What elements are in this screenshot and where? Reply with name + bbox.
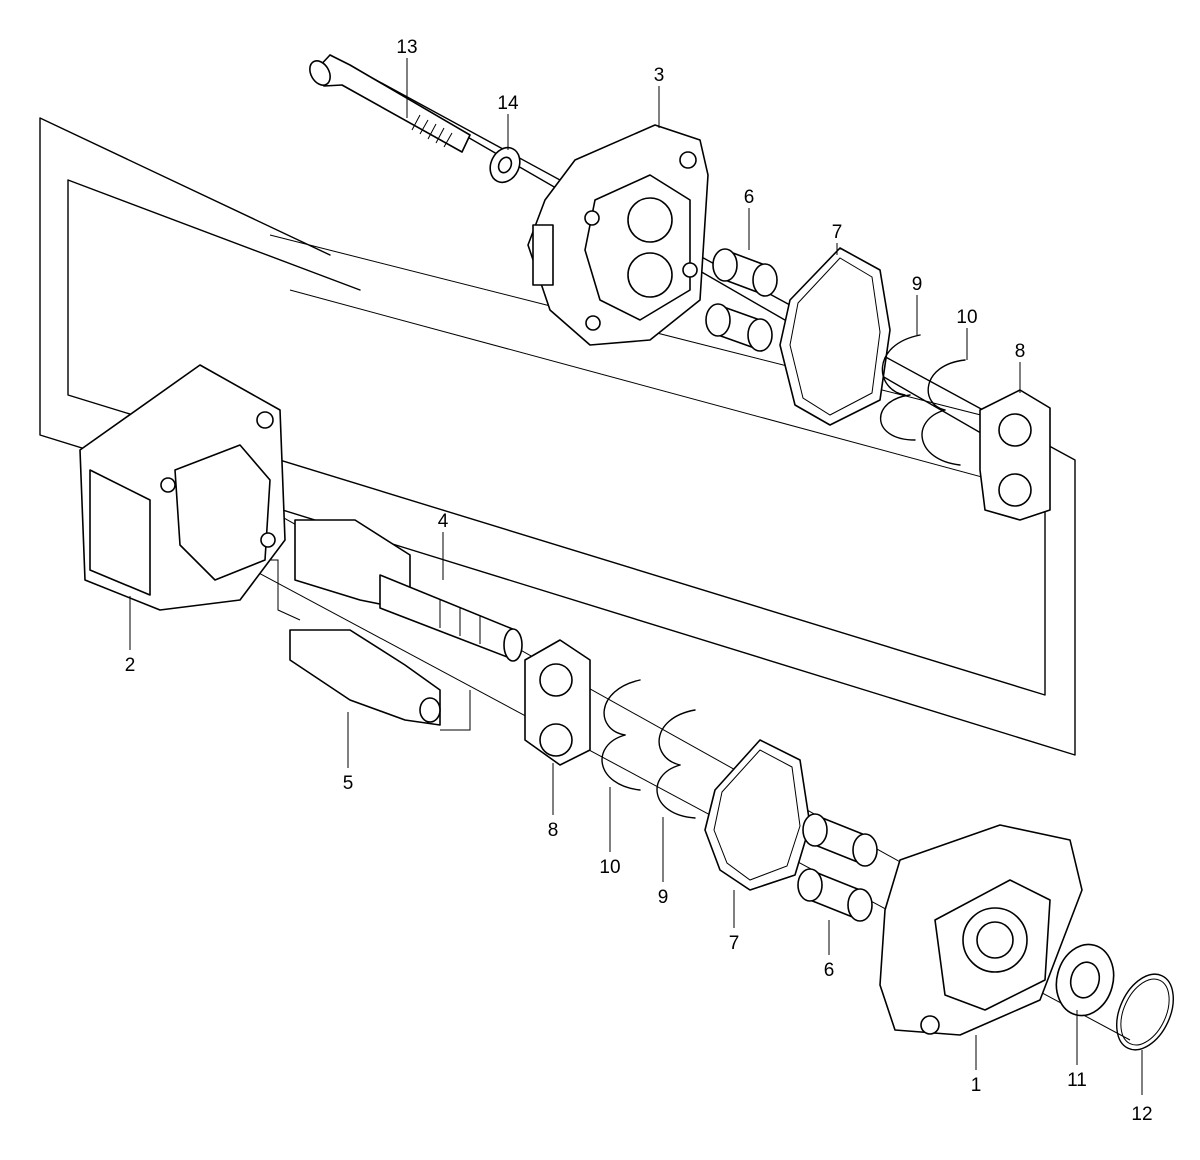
part-8-plate-top: [979, 389, 1051, 521]
callout-8-top: 8: [1015, 341, 1026, 362]
part-7-gasket-bottom: [704, 739, 811, 891]
callout-4: 4: [438, 511, 449, 532]
callout-6-top: 6: [744, 187, 755, 208]
part-6-bushings-bottom: [797, 813, 878, 922]
part-4-drive-gear: [294, 519, 523, 662]
part-2-gear-housing: [79, 364, 286, 611]
part-9-clips-bottom: [656, 709, 696, 819]
part-10-clips-top: [921, 359, 966, 466]
callout-5: 5: [343, 773, 354, 794]
callout-2: 2: [125, 655, 136, 676]
leader-lines: [129, 58, 1143, 1095]
callout-labels: 13 14 3 6 7 9 10 8 4 2 5 8 10 9 7 6 1 11…: [125, 37, 1153, 1125]
callout-9-top: 9: [912, 274, 923, 295]
callout-11: 11: [1067, 1070, 1087, 1091]
callout-7-bottom: 7: [729, 933, 740, 954]
part-5-driven-gear: [289, 629, 441, 726]
callout-14: 14: [497, 93, 519, 114]
part-12-snap-ring: [1116, 973, 1174, 1051]
callout-13: 13: [396, 37, 417, 58]
callout-1: 1: [971, 1075, 982, 1096]
part-6-bushings-top: [705, 248, 778, 352]
callout-9-bottom: 9: [658, 887, 669, 908]
part-10-clips-bottom: [601, 679, 641, 791]
callout-6-bottom: 6: [824, 960, 835, 981]
part-3-rear-cover: [527, 124, 709, 346]
assembly-frame-lines: [39, 54, 1076, 756]
part-14-washer: [489, 146, 521, 184]
callout-10-top: 10: [956, 307, 977, 328]
part-9-clips-top: [879, 334, 921, 441]
callout-8-bottom: 8: [548, 820, 559, 841]
part-13-bolt: [309, 54, 471, 153]
callout-3: 3: [654, 65, 665, 86]
part-7-gasket-top: [779, 247, 891, 426]
part-1-front-cover: [879, 824, 1083, 1036]
callout-12: 12: [1131, 1104, 1152, 1125]
part-8-plate-bottom: [524, 639, 591, 766]
callout-10-bottom: 10: [599, 857, 620, 878]
callout-7-top: 7: [832, 222, 843, 243]
part-11-oil-seal: [1055, 943, 1115, 1017]
